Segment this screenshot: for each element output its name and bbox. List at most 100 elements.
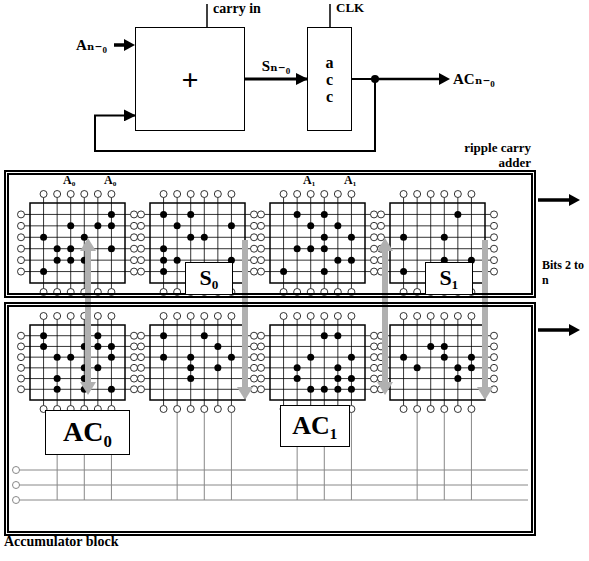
pin-pad — [468, 406, 475, 413]
switch-dot — [348, 234, 355, 241]
pin-pad — [334, 313, 341, 320]
pin-pad — [258, 245, 265, 252]
routing-wire — [190, 320, 191, 406]
pin-pad — [491, 222, 498, 229]
pin-pad — [214, 191, 221, 198]
pin-pad — [400, 313, 407, 320]
pin-pad — [491, 257, 498, 264]
pin-pad — [378, 222, 385, 229]
switch-dot — [321, 332, 328, 339]
routing-wire — [145, 237, 251, 238]
switch-dot — [334, 386, 341, 393]
pin-pad — [67, 191, 74, 198]
routing-wire — [297, 320, 298, 406]
pin-pad — [18, 257, 25, 264]
pin-pad — [371, 268, 378, 275]
switch-dot — [307, 386, 314, 393]
pin-pad — [201, 313, 208, 320]
pin-pad — [427, 191, 434, 198]
pin-pad — [131, 332, 138, 339]
switch-dot — [441, 343, 448, 350]
signal-name: ACₙ₋₀ — [453, 70, 495, 88]
pin-pad — [378, 234, 385, 241]
bus-tap — [471, 413, 472, 500]
signal-name: carry in — [213, 0, 261, 17]
switch-dot — [67, 245, 74, 252]
arrow-head — [377, 238, 393, 251]
arrow-head — [569, 194, 580, 206]
switch-dot — [348, 257, 355, 264]
switch-dot — [334, 257, 341, 264]
data-flow-arrow — [237, 240, 253, 400]
pin-pad — [251, 375, 258, 382]
pin-pad — [334, 191, 341, 198]
switch-dot — [108, 211, 115, 218]
pin-pad — [131, 364, 138, 371]
pin-pad — [131, 343, 138, 350]
pin-pad — [138, 257, 145, 264]
logic-cell — [18, 191, 138, 296]
routing-wire — [57, 198, 58, 289]
switch-dot — [187, 211, 194, 218]
routing-wire — [471, 320, 472, 406]
pin-name: A₀ — [63, 173, 75, 188]
pin-pad — [18, 364, 25, 371]
pin-pad — [138, 375, 145, 382]
pin-pad — [131, 222, 138, 229]
label-holder: ACₙ₋₀ — [453, 70, 495, 88]
pin-pad — [491, 375, 498, 382]
pin-pad — [131, 234, 138, 241]
pin-pad — [18, 222, 25, 229]
bus-tap — [231, 413, 232, 500]
pin-pad — [454, 406, 461, 413]
routing-wire — [265, 367, 371, 368]
pin-pad — [258, 211, 265, 218]
switch-dot — [160, 332, 167, 339]
bus-tap — [351, 413, 352, 500]
pin-pad — [138, 245, 145, 252]
arrow-shaft — [382, 250, 388, 383]
pin-pad — [258, 234, 265, 241]
pin-pad — [138, 268, 145, 275]
switch-dot — [228, 354, 235, 361]
routing-wire — [385, 389, 491, 390]
pin-pad — [321, 191, 328, 198]
switch-dot — [348, 386, 355, 393]
pin-pad — [251, 211, 258, 218]
routing-wire — [430, 320, 431, 406]
switch-dot — [400, 234, 407, 241]
pin-pad — [400, 191, 407, 198]
routing-wire — [417, 198, 418, 289]
switch-dot — [108, 386, 115, 393]
box-label: S₁ — [440, 266, 459, 290]
routing-wire — [385, 214, 491, 215]
pin-pad — [491, 245, 498, 252]
switch-dot — [54, 386, 61, 393]
data-wire — [245, 78, 307, 81]
switch-dot — [174, 222, 181, 229]
block-title: ripple carry adder — [431, 140, 531, 170]
pin-pad — [174, 191, 181, 198]
pin-pad — [371, 234, 378, 241]
pin-pad — [371, 375, 378, 382]
pin-pad — [441, 406, 448, 413]
pin-pad — [174, 406, 181, 413]
bits-out-arrow — [538, 194, 580, 206]
pin-pad — [378, 211, 385, 218]
routing-wire — [145, 367, 251, 368]
switch-dot — [321, 386, 328, 393]
pin-pad — [414, 406, 421, 413]
logic-cell — [258, 313, 378, 413]
switch-dot — [441, 234, 448, 241]
pin-pad — [491, 343, 498, 350]
accumulator-bit-box: AC₁ — [280, 405, 350, 447]
pin-pad — [280, 191, 287, 198]
data-flow-arrow — [80, 238, 96, 395]
pin-pad — [108, 313, 115, 320]
label-holder: A₁ — [303, 173, 315, 188]
switch-dot — [294, 211, 301, 218]
pin-pad — [258, 332, 265, 339]
label-holder: A₀ — [63, 173, 75, 188]
switch-dot — [468, 354, 475, 361]
